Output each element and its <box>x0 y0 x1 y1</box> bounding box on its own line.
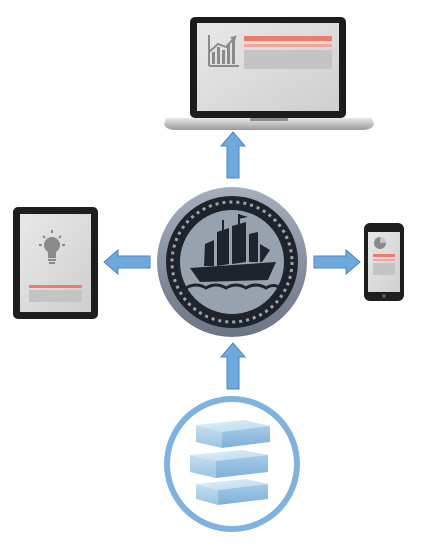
block-middle <box>190 450 268 478</box>
arrow-from-source <box>219 342 247 390</box>
smartphone-icon <box>364 223 404 301</box>
arrow-to-phone <box>313 248 361 276</box>
accent-bar <box>244 36 332 41</box>
arrow-to-tablet <box>103 248 151 276</box>
stacked-blocks-icon <box>164 396 300 532</box>
arrow-to-laptop <box>219 131 247 179</box>
pie-chart-icon <box>374 237 386 249</box>
laptop-icon <box>164 17 374 130</box>
block-bottom <box>196 479 268 505</box>
lightbulb-icon <box>39 230 65 264</box>
tablet-icon <box>13 207 98 319</box>
ship-logo-icon <box>157 187 307 337</box>
block-top <box>196 420 270 448</box>
bar-chart-icon <box>208 35 239 67</box>
